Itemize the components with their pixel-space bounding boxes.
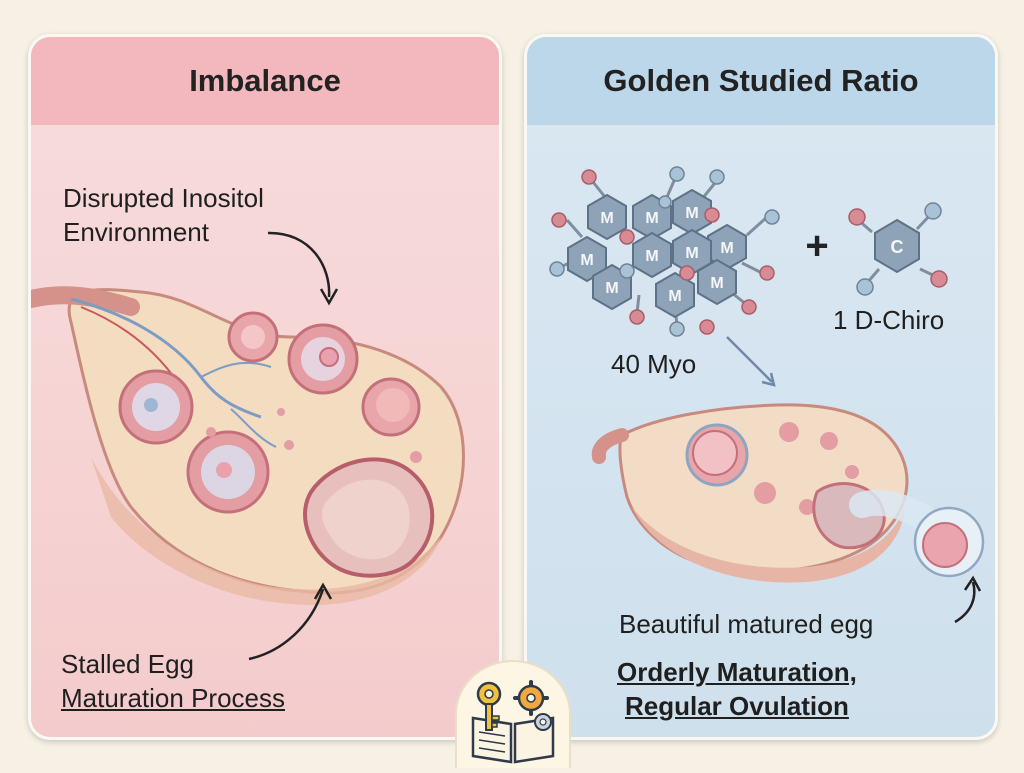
myo-letter-10: M [710,275,723,292]
myo-letter-7: M [685,245,698,262]
myo-letter-8: M [605,280,618,297]
stalled-label-line2: Maturation Process [61,683,285,713]
myo-letter-9: M [668,288,681,305]
myo-label: 40 Myo [611,349,697,379]
myo-letter-3: M [685,205,698,222]
disrupted-label-line1: Disrupted Inositol [63,183,264,213]
golden-ratio-title: Golden Studied Ratio [527,37,995,125]
outcome-line2: Regular Ovulation [625,691,849,721]
gear-icon [513,680,552,731]
disrupted-label-line2: Environment [63,217,209,247]
myo-letter-5: M [580,252,593,269]
myo-letter-6: M [645,248,658,265]
matured-egg [922,522,968,568]
imbalance-panel: Imbalance [28,34,502,740]
chiro-letter: C [891,237,904,257]
egg-label: Beautiful matured egg [619,609,874,639]
ovary-illustration [31,231,465,661]
chiro-label: 1 D-Chiro [833,305,945,335]
key-icon [476,681,502,731]
myo-letter-2: M [645,210,658,227]
stalled-label-line1: Stalled Egg [61,649,194,679]
plus-sign: + [805,224,828,268]
outcome-line1: Orderly Maturation, [617,657,857,687]
logo-badge [455,660,571,768]
myo-letter-1: M [600,210,613,227]
golden-ratio-panel: Golden Studied Ratio [524,34,998,740]
imbalance-title: Imbalance [31,37,499,125]
chiro-hexagon [874,218,920,274]
myo-letter-4: M [720,240,733,257]
molecule-and-ovary-illustration: M M M M M M M M M M + C [549,166,985,624]
